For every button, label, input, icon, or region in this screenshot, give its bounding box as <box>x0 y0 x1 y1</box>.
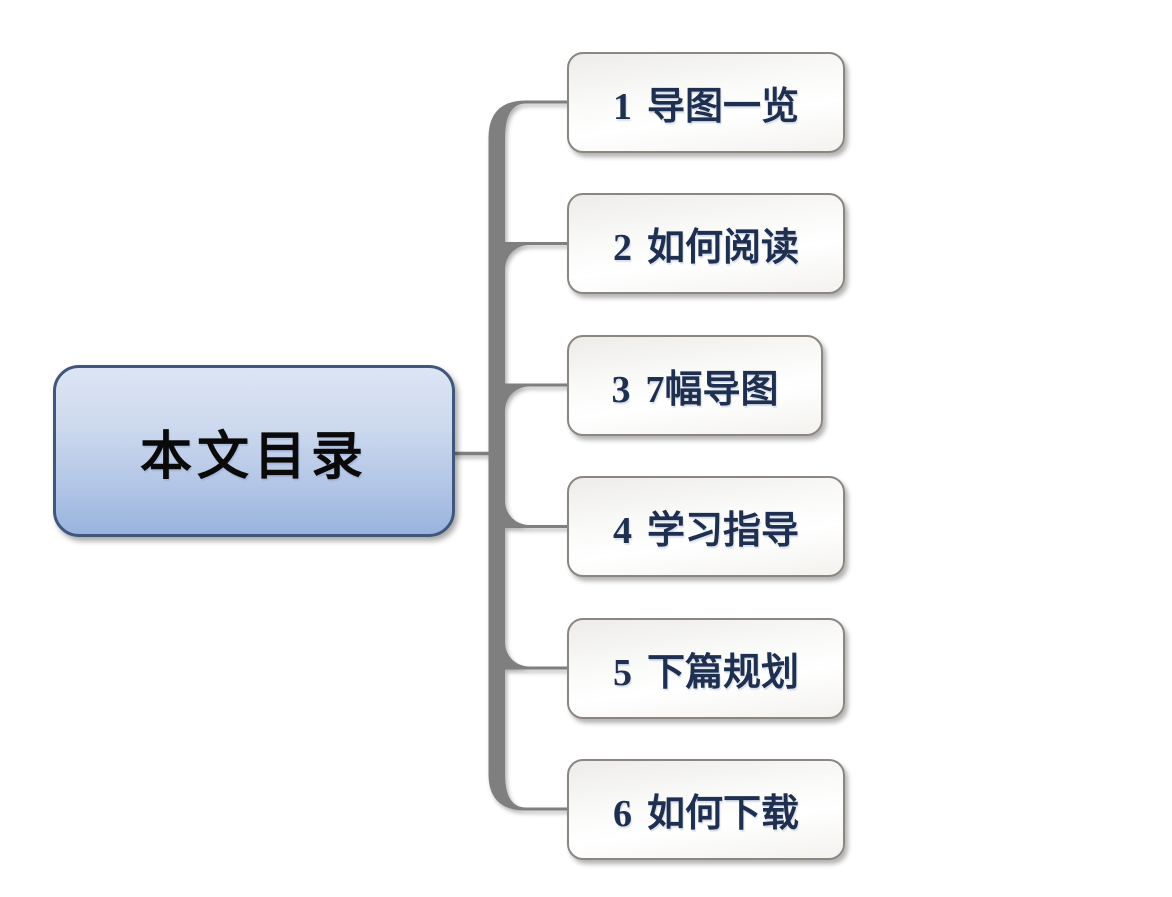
connector-trunk <box>488 138 505 772</box>
connector-fillet-4 <box>505 501 529 525</box>
root-topic-node[interactable]: 本文目录 <box>53 365 455 537</box>
connector-fillet-5 <box>505 642 529 667</box>
connector-fillet-3 <box>505 386 529 411</box>
root-topic-label: 本文目录 <box>139 428 368 486</box>
connector-elbow-bottom <box>488 762 548 811</box>
connector-elbow-top <box>488 100 548 150</box>
connector-fillet-2 <box>505 245 529 269</box>
